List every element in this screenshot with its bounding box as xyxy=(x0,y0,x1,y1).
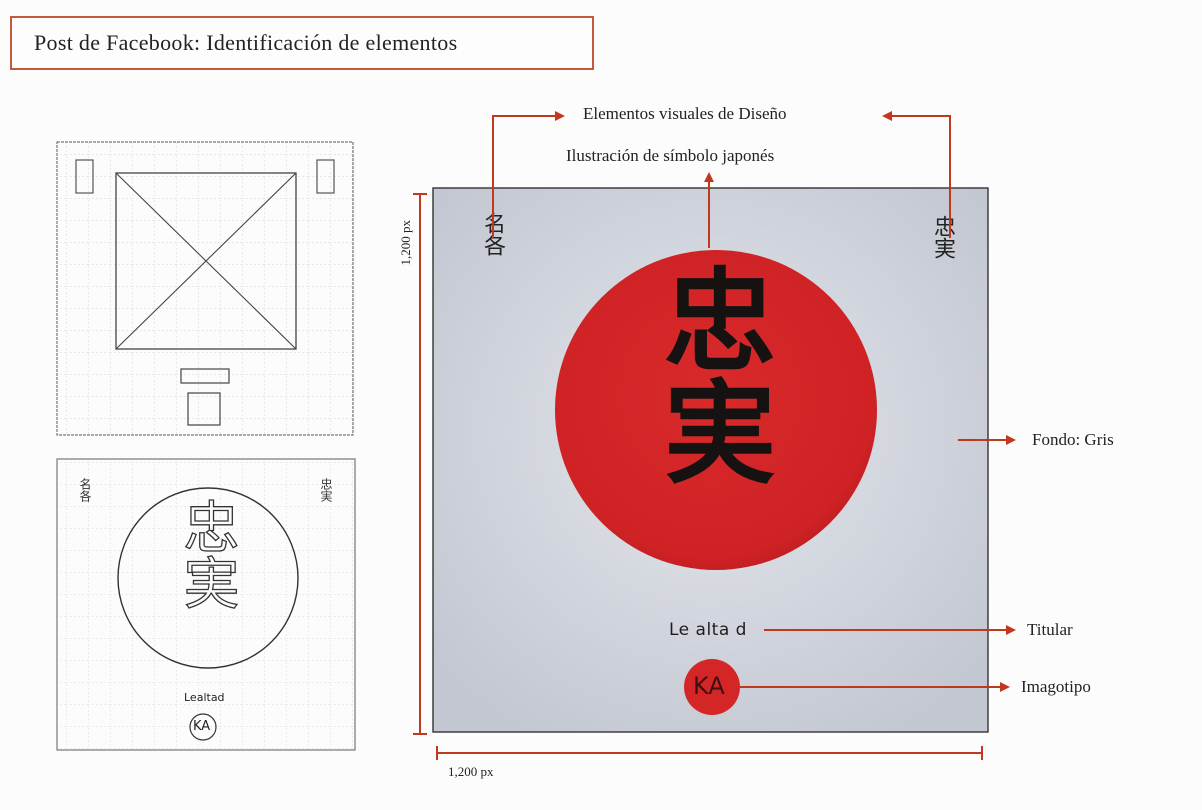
sketch-side-text-left: 名各 xyxy=(78,478,92,502)
wireframe-right-placeholder xyxy=(316,159,335,194)
sketch-circle xyxy=(117,487,299,669)
wireframe-logo-placeholder xyxy=(187,392,221,426)
label-logo: Imagotipo xyxy=(1021,677,1091,696)
post-red-circle xyxy=(555,250,877,570)
wireframe-frame xyxy=(56,141,354,436)
label-headline: Titular xyxy=(1027,620,1073,639)
post-logo-text: KA xyxy=(693,672,725,700)
post-main-kanji: 忠実 xyxy=(645,262,775,486)
arrow-visual-elements-left xyxy=(492,111,565,238)
label-dimension-height: 1,200 px xyxy=(398,220,413,266)
wireframe-left-placeholder xyxy=(75,159,94,194)
sketch-headline: Lealtad xyxy=(184,691,225,704)
wireframe-headline-placeholder xyxy=(180,368,230,384)
arrow-visual-elements-right xyxy=(882,111,951,238)
post-logo-circle xyxy=(684,659,740,715)
diagram-title: Post de Facebook: Identificación de elem… xyxy=(10,16,594,70)
wireframe-image-cross-b xyxy=(115,172,297,350)
diagram-title-text: Post de Facebook: Identificación de elem… xyxy=(34,30,458,55)
label-dimension-width: 1,200 px xyxy=(448,764,494,779)
sketch-logo-text: KA xyxy=(193,719,211,734)
label-background: Fondo: Gris xyxy=(1032,430,1114,449)
post-headline: Le alta d xyxy=(669,620,747,640)
sketch-side-text-right: 忠実 xyxy=(319,478,333,502)
label-illustration: Ilustración de símbolo japonés xyxy=(566,146,775,165)
sketch-kanji: 忠実 xyxy=(173,497,239,610)
sketch-logo-circle xyxy=(189,713,217,741)
label-visual-elements: Elementos visuales de Diseño xyxy=(583,104,787,123)
sketch-frame xyxy=(56,458,356,751)
wireframe-image-placeholder xyxy=(115,172,297,350)
